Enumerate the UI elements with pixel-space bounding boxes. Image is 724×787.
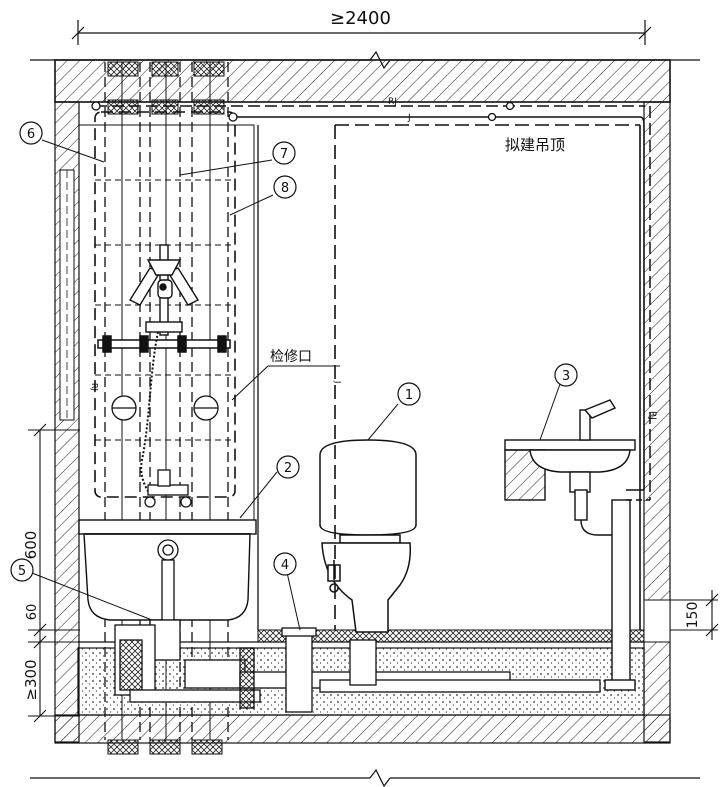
ceiling-pipe-nodes <box>91 101 515 122</box>
access-panel-outline <box>94 111 236 498</box>
pipe-sleeves-top <box>107 61 225 115</box>
left-dim-600: 600 <box>22 531 40 560</box>
callout-2-text: 2 <box>284 461 292 476</box>
callout-4-text: 4 <box>281 558 289 573</box>
callout-7: 7 <box>272 141 296 165</box>
toilet <box>319 439 417 633</box>
shower-head <box>128 244 200 336</box>
callout-3: 3 <box>554 363 578 387</box>
access-port-label: 检修口 <box>270 349 312 365</box>
right-dim-150: 150 <box>685 602 701 629</box>
access-port-leader <box>231 365 340 401</box>
pipe-j-center-label: J <box>333 380 342 383</box>
ceiling-supply-pipes <box>95 105 651 501</box>
callout-4: 4 <box>273 552 297 576</box>
left-dim-300: ≥300 <box>22 659 40 700</box>
break-mark-bottom <box>30 768 700 787</box>
floor-waste-pipes <box>239 627 601 713</box>
mixing-valve <box>144 469 192 508</box>
left-dimension-line <box>28 423 80 723</box>
suspended-ceiling-line <box>334 124 640 630</box>
callout-1: 1 <box>397 382 421 406</box>
callout-2: 2 <box>276 455 300 479</box>
right-dimension-line <box>670 590 719 640</box>
pipe-j-top-label: J <box>407 113 411 123</box>
callout-6: 6 <box>19 121 43 145</box>
top-dimension-label: ≥2400 <box>330 8 391 29</box>
callout-8: 8 <box>273 175 297 199</box>
pipe-rj-top-label: RJ <box>388 97 397 107</box>
callout-8-text: 8 <box>281 181 289 196</box>
callout-leaders <box>31 139 561 631</box>
valve-circles <box>111 395 219 421</box>
callout-5-text: 5 <box>18 564 26 579</box>
callout-7-text: 7 <box>280 147 288 162</box>
break-mark-top <box>30 50 700 70</box>
right-wall <box>643 101 671 743</box>
right-floor-step <box>643 599 671 643</box>
ceiling-label: 拟建吊顶 <box>505 136 565 154</box>
pipe-sleeves-bottom <box>107 739 223 755</box>
callout-6-text: 6 <box>27 127 35 142</box>
panel-brackets <box>97 335 231 353</box>
ceiling-slab <box>54 59 671 103</box>
pipe-rj-right-label: RJ <box>647 411 657 420</box>
callout-1-text: 1 <box>405 388 413 403</box>
callout-5: 5 <box>10 558 34 582</box>
pipe-rj-left-label: RJ <box>90 383 99 391</box>
left-wall <box>54 101 80 743</box>
tub-drain <box>114 539 261 703</box>
callout-3-text: 3 <box>562 369 570 384</box>
top-dimension <box>71 20 652 45</box>
wash-basin <box>504 399 636 691</box>
left-dim-60: 60 <box>25 604 40 621</box>
